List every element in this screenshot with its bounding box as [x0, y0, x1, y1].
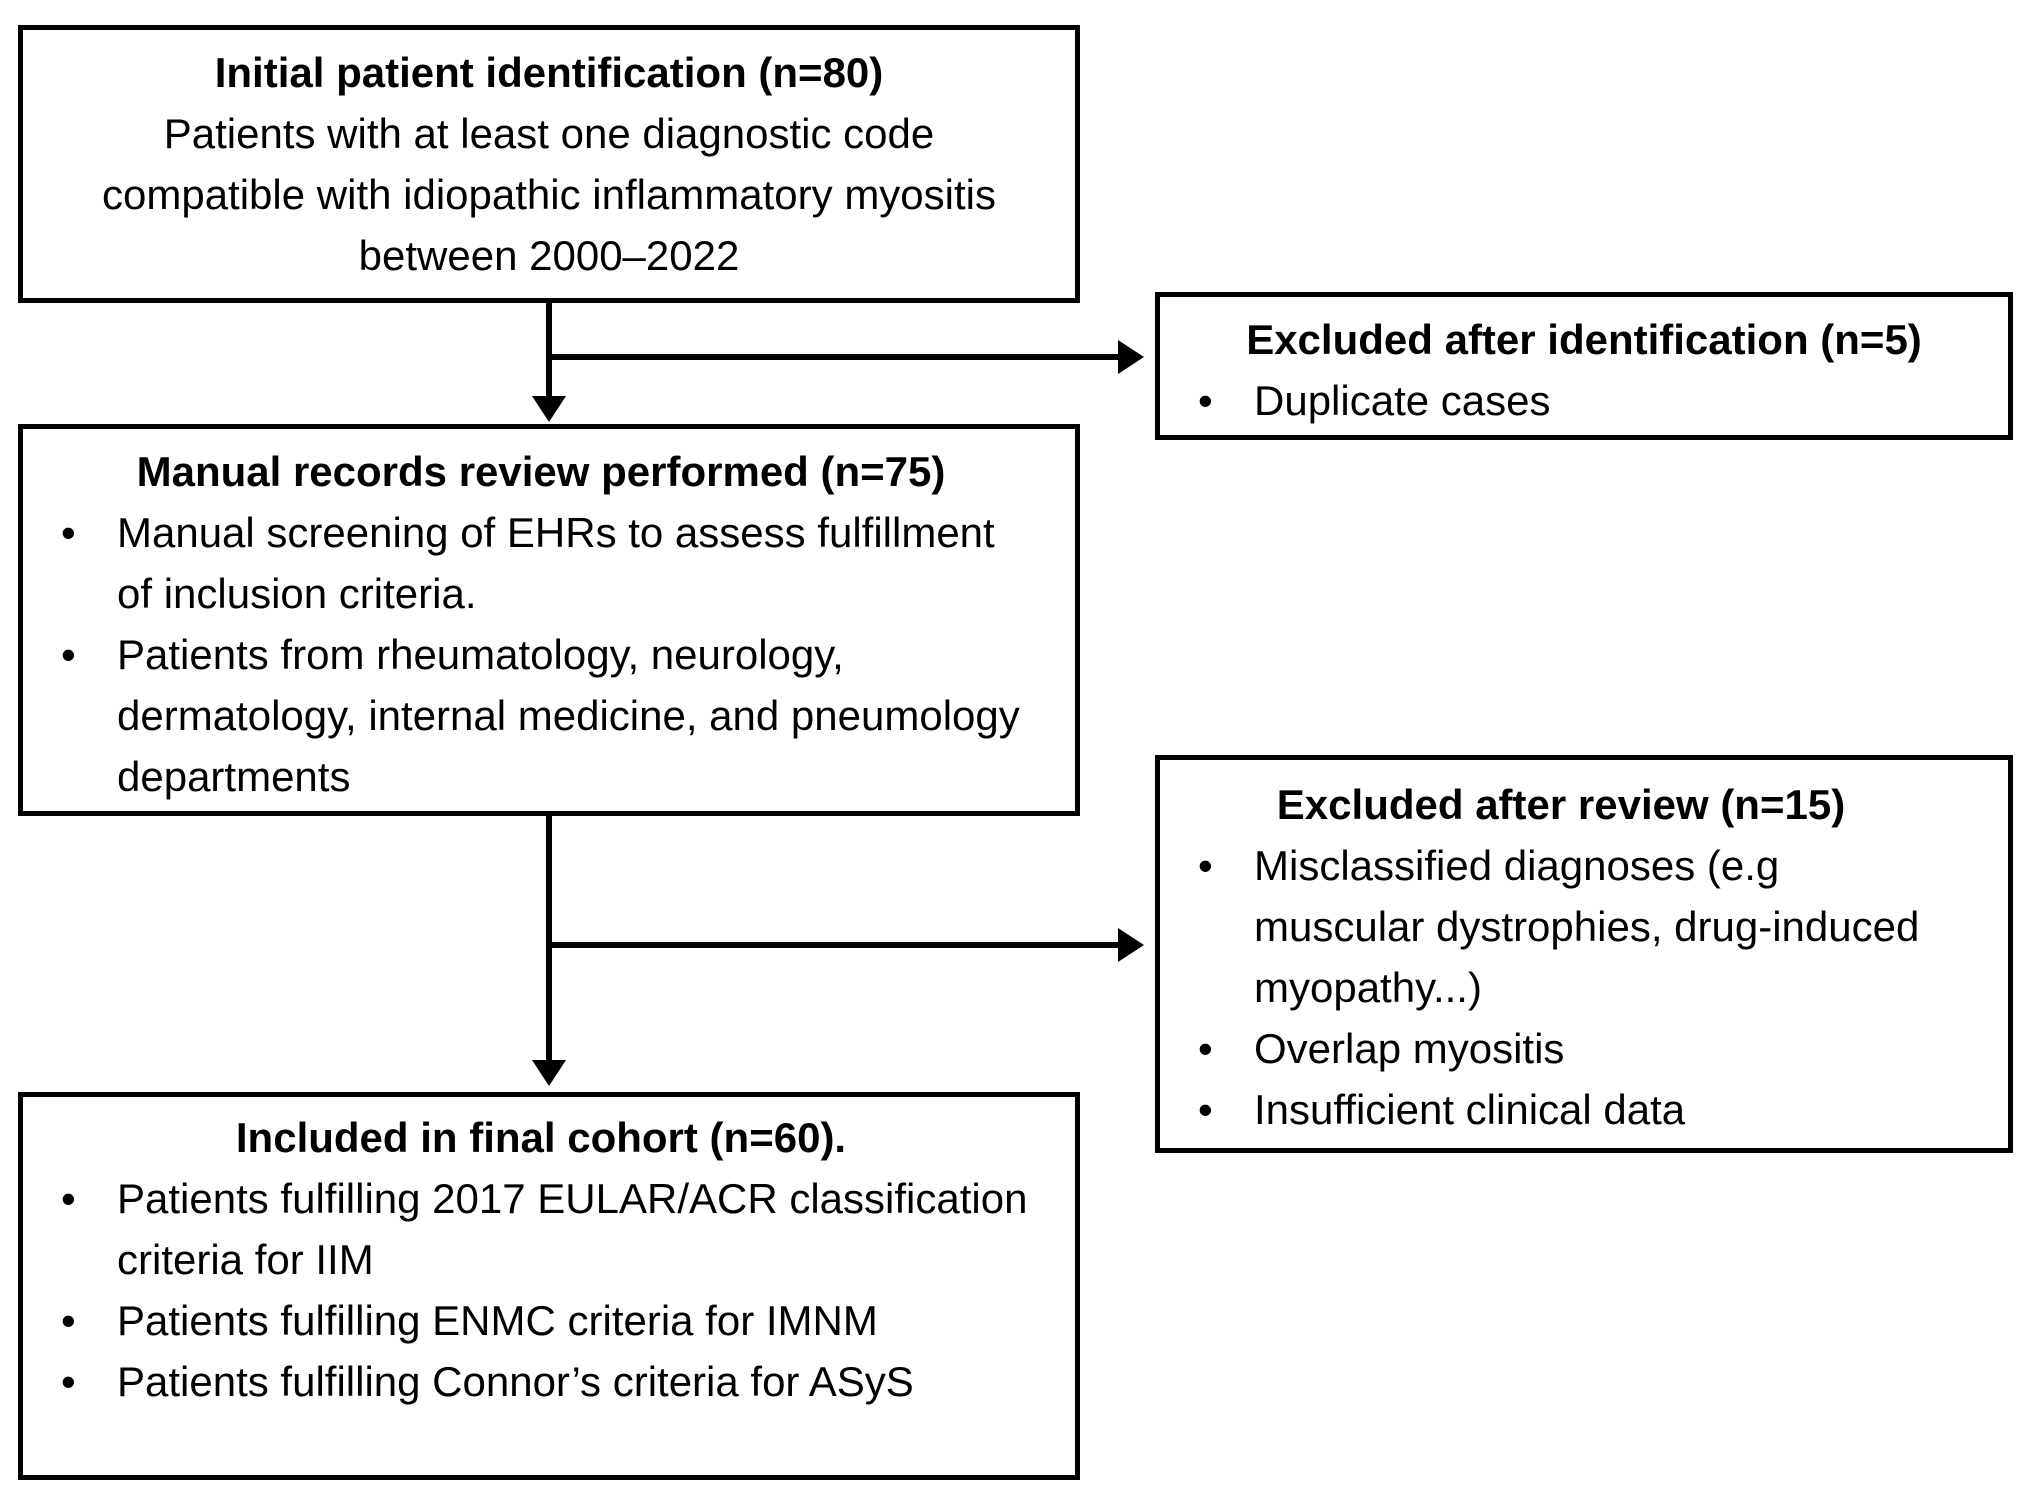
box-title: Manual records review performed (n=75)	[136, 448, 946, 495]
bullet-icon: •	[1198, 1025, 1213, 1072]
list-item: • Patients fulfilling 2017 EULAR/ACR cla…	[47, 1168, 1035, 1290]
list-item: • Patients fulfilling ENMC criteria for …	[47, 1290, 1035, 1351]
arrowhead-down-icon	[532, 1060, 566, 1086]
box-initial-identification: Initial patient identification (n=80) Pa…	[18, 25, 1080, 303]
bullet-icon: •	[61, 1358, 76, 1405]
list-item: • Overlap myositis	[1184, 1018, 1938, 1079]
box-title: Excluded after identification (n=5)	[1246, 316, 1922, 363]
bullet-text: Insufficient clinical data	[1254, 1086, 1686, 1133]
bullet-icon: •	[1198, 377, 1213, 424]
bullet-text: Patients fulfilling 2017 EULAR/ACR class…	[117, 1175, 1028, 1283]
bullet-list: • Duplicate cases	[1184, 370, 1984, 431]
connector-to-excluded-review-line	[549, 942, 1119, 948]
box-manual-records-review: Manual records review performed (n=75) •…	[18, 424, 1080, 816]
bullet-list: • Patients fulfilling 2017 EULAR/ACR cla…	[47, 1168, 1035, 1412]
bullet-list: • Misclassified diagnoses (e.g muscular …	[1184, 835, 1938, 1140]
connector-manual-to-final-line	[546, 816, 552, 1062]
bullet-icon: •	[61, 1175, 76, 1222]
bullet-icon: •	[1198, 1086, 1213, 1133]
arrowhead-right-icon	[1118, 928, 1144, 962]
bullet-icon: •	[1198, 842, 1213, 889]
box-title: Initial patient identification (n=80)	[214, 49, 884, 96]
box-included-final-cohort: Included in final cohort (n=60). • Patie…	[18, 1092, 1080, 1480]
bullet-text: Patients fulfilling Connor’s criteria fo…	[117, 1358, 914, 1405]
bullet-list: • Manual screening of EHRs to assess ful…	[47, 502, 1035, 807]
box-excluded-after-identification: Excluded after identification (n=5) • Du…	[1155, 292, 2013, 440]
bullet-icon: •	[61, 509, 76, 556]
list-item: • Duplicate cases	[1184, 370, 1984, 431]
bullet-text: Manual screening of EHRs to assess fulfi…	[117, 509, 995, 617]
arrowhead-right-icon	[1118, 340, 1144, 374]
bullet-text: Duplicate cases	[1254, 377, 1551, 424]
arrowhead-down-icon	[532, 396, 566, 422]
list-item: • Patients from rheumatology, neurology,…	[47, 624, 1035, 807]
box-body-text: Patients with at least one diagnostic co…	[102, 110, 996, 279]
bullet-icon: •	[61, 631, 76, 678]
bullet-text: Patients fulfilling ENMC criteria for IM…	[117, 1297, 878, 1344]
list-item: • Insufficient clinical data	[1184, 1079, 1938, 1140]
bullet-text: Patients from rheumatology, neurology, d…	[117, 631, 1020, 800]
list-item: • Patients fulfilling Connor’s criteria …	[47, 1351, 1035, 1412]
bullet-text: Misclassified diagnoses (e.g muscular dy…	[1254, 842, 1920, 1011]
box-title: Included in final cohort (n=60).	[235, 1114, 847, 1161]
list-item: • Manual screening of EHRs to assess ful…	[47, 502, 1035, 624]
connector-initial-to-manual-line	[546, 303, 552, 397]
bullet-text: Overlap myositis	[1254, 1025, 1565, 1072]
box-title: Excluded after review (n=15)	[1276, 781, 1846, 828]
box-excluded-after-review: Excluded after review (n=15) • Misclassi…	[1155, 755, 2013, 1153]
connector-to-excluded-identification-line	[549, 354, 1119, 360]
list-item: • Misclassified diagnoses (e.g muscular …	[1184, 835, 1938, 1018]
bullet-icon: •	[61, 1297, 76, 1344]
